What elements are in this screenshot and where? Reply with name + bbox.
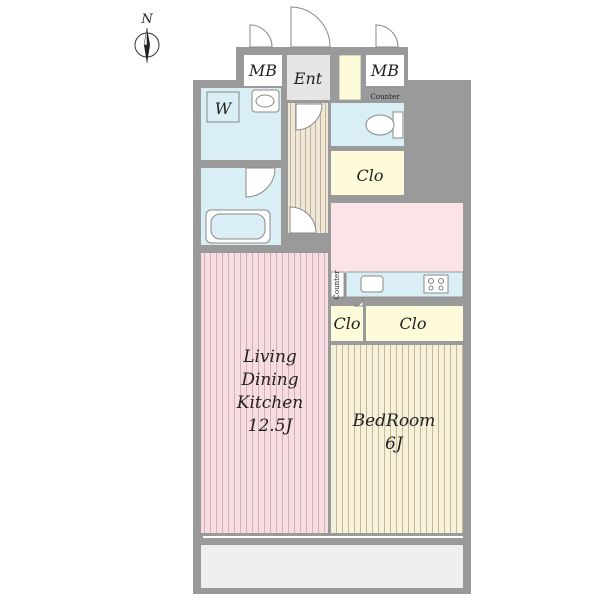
side-counter bbox=[330, 271, 345, 298]
ldk-room bbox=[201, 253, 328, 533]
ldk-label-line3: Kitchen bbox=[236, 393, 303, 413]
closet-bedroom-label: Clo bbox=[400, 314, 427, 333]
bedroom-size: 6J bbox=[385, 434, 404, 454]
ldk-label-line1: Living bbox=[242, 347, 297, 367]
compass-label: N bbox=[140, 12, 153, 27]
ldk-size: 12.5J bbox=[248, 416, 294, 436]
shoe-cabinet bbox=[338, 54, 362, 101]
entrance-room bbox=[287, 55, 330, 100]
stove-icon bbox=[423, 274, 449, 294]
counter-side-label: Counter bbox=[333, 270, 341, 300]
ldk-label-line2: Dining bbox=[240, 370, 298, 390]
balcony bbox=[201, 545, 463, 588]
closet-upper-label: Clo bbox=[357, 166, 384, 185]
closet-small-label: Clo bbox=[334, 314, 361, 333]
kitchen-area bbox=[331, 203, 463, 273]
north-arrow-icon: N bbox=[134, 12, 160, 64]
mb-left-room bbox=[244, 55, 282, 86]
bedroom-label: BedRoom bbox=[352, 411, 436, 431]
mb-left-label: MB bbox=[248, 61, 277, 80]
closet-bedroom bbox=[366, 306, 463, 341]
counter-top-label: Counter bbox=[371, 93, 401, 101]
mb-right-room bbox=[366, 55, 404, 86]
closet-small bbox=[331, 306, 363, 341]
washroom-label: W bbox=[215, 99, 233, 118]
entrance-label: Ent bbox=[293, 69, 323, 88]
bedroom bbox=[331, 345, 463, 533]
mb-right-label: MB bbox=[370, 61, 399, 80]
washing-machine-icon bbox=[206, 91, 240, 123]
bathtub-icon bbox=[205, 209, 271, 244]
sink-icon bbox=[251, 89, 280, 113]
closet-upper bbox=[331, 151, 404, 195]
door-swings bbox=[245, 6, 399, 307]
kitchen-sink-icon bbox=[360, 275, 384, 293]
toilet-icon bbox=[365, 111, 404, 139]
